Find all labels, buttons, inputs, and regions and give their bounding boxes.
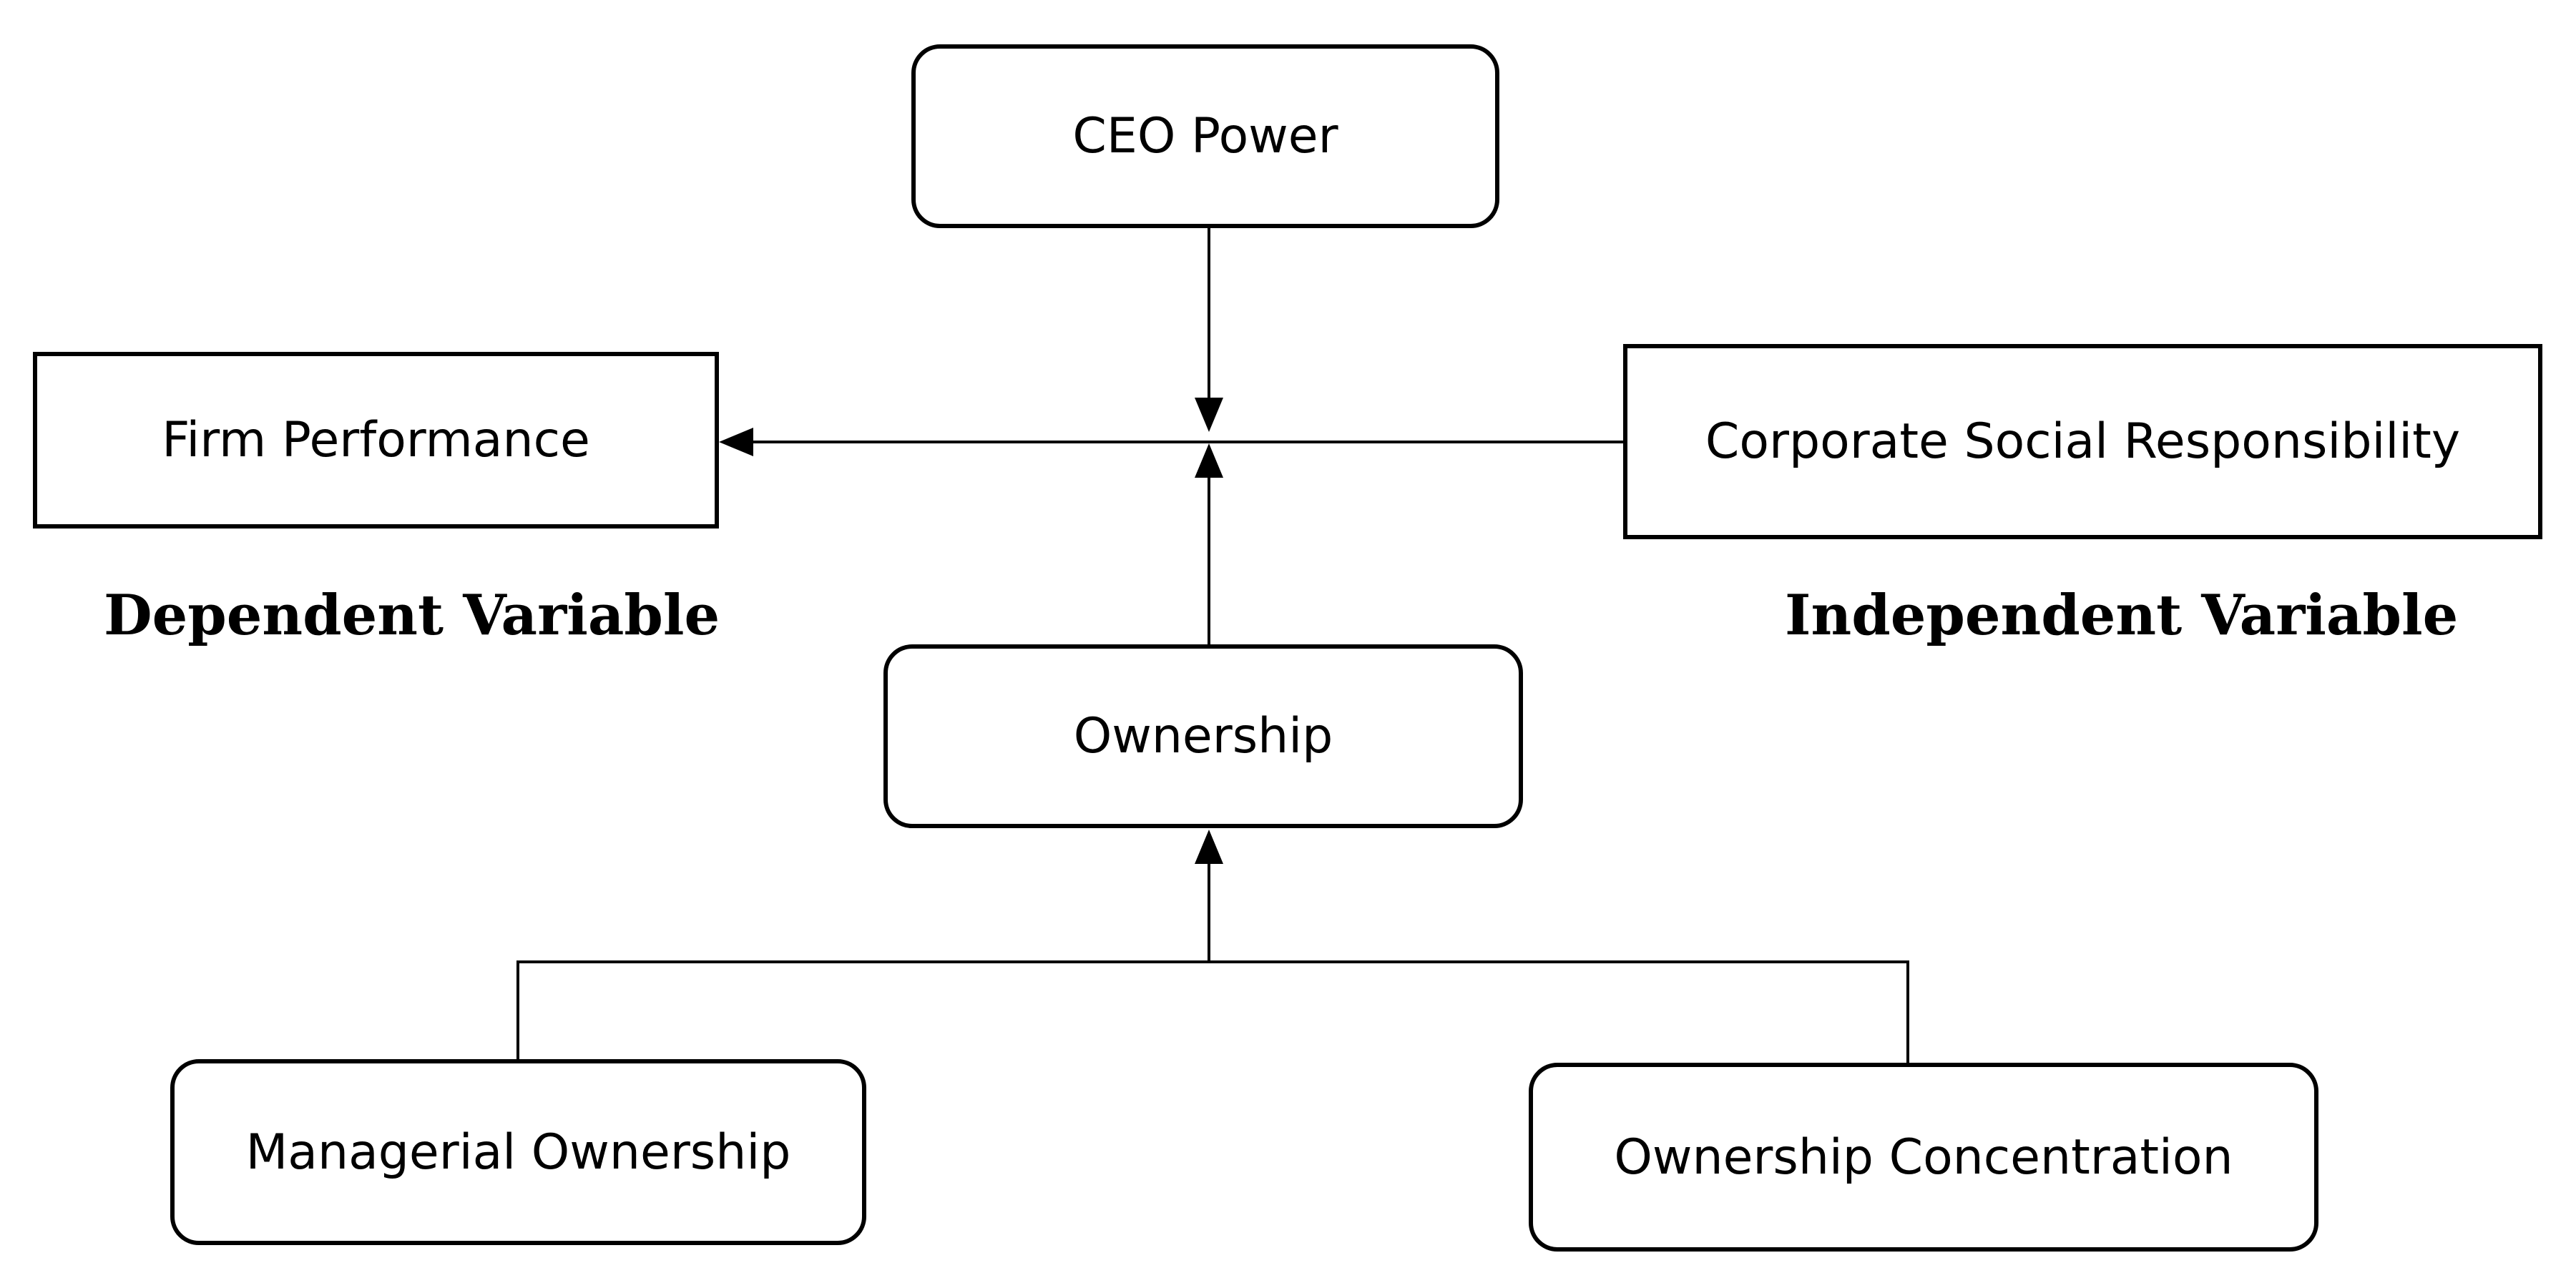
arrowhead-ownership xyxy=(1195,443,1223,478)
node-firm-performance-label: Firm Performance xyxy=(162,412,590,468)
node-ownership: Ownership xyxy=(883,644,1523,828)
node-corporate-social-responsibility-label: Corporate Social Responsibility xyxy=(1705,413,2461,470)
node-firm-performance: Firm Performance xyxy=(33,352,719,529)
dependent-variable-label: Dependent Variable xyxy=(104,583,720,648)
node-managerial-ownership-label: Managerial Ownership xyxy=(245,1124,791,1181)
arrowhead-ceo-power xyxy=(1195,398,1223,432)
node-corporate-social-responsibility: Corporate Social Responsibility xyxy=(1623,344,2542,539)
arrowhead-ownership-bottom xyxy=(1195,830,1223,864)
node-ownership-label: Ownership xyxy=(1073,708,1333,765)
node-ceo-power-label: CEO Power xyxy=(1072,108,1338,164)
node-managerial-ownership: Managerial Ownership xyxy=(170,1059,866,1245)
arrowhead-firm-performance xyxy=(719,428,753,456)
node-ownership-concentration: Ownership Concentration xyxy=(1529,1063,2318,1252)
node-ceo-power: CEO Power xyxy=(911,44,1499,228)
node-ownership-concentration-label: Ownership Concentration xyxy=(1614,1129,2233,1186)
independent-variable-label: Independent Variable xyxy=(1785,583,2459,648)
